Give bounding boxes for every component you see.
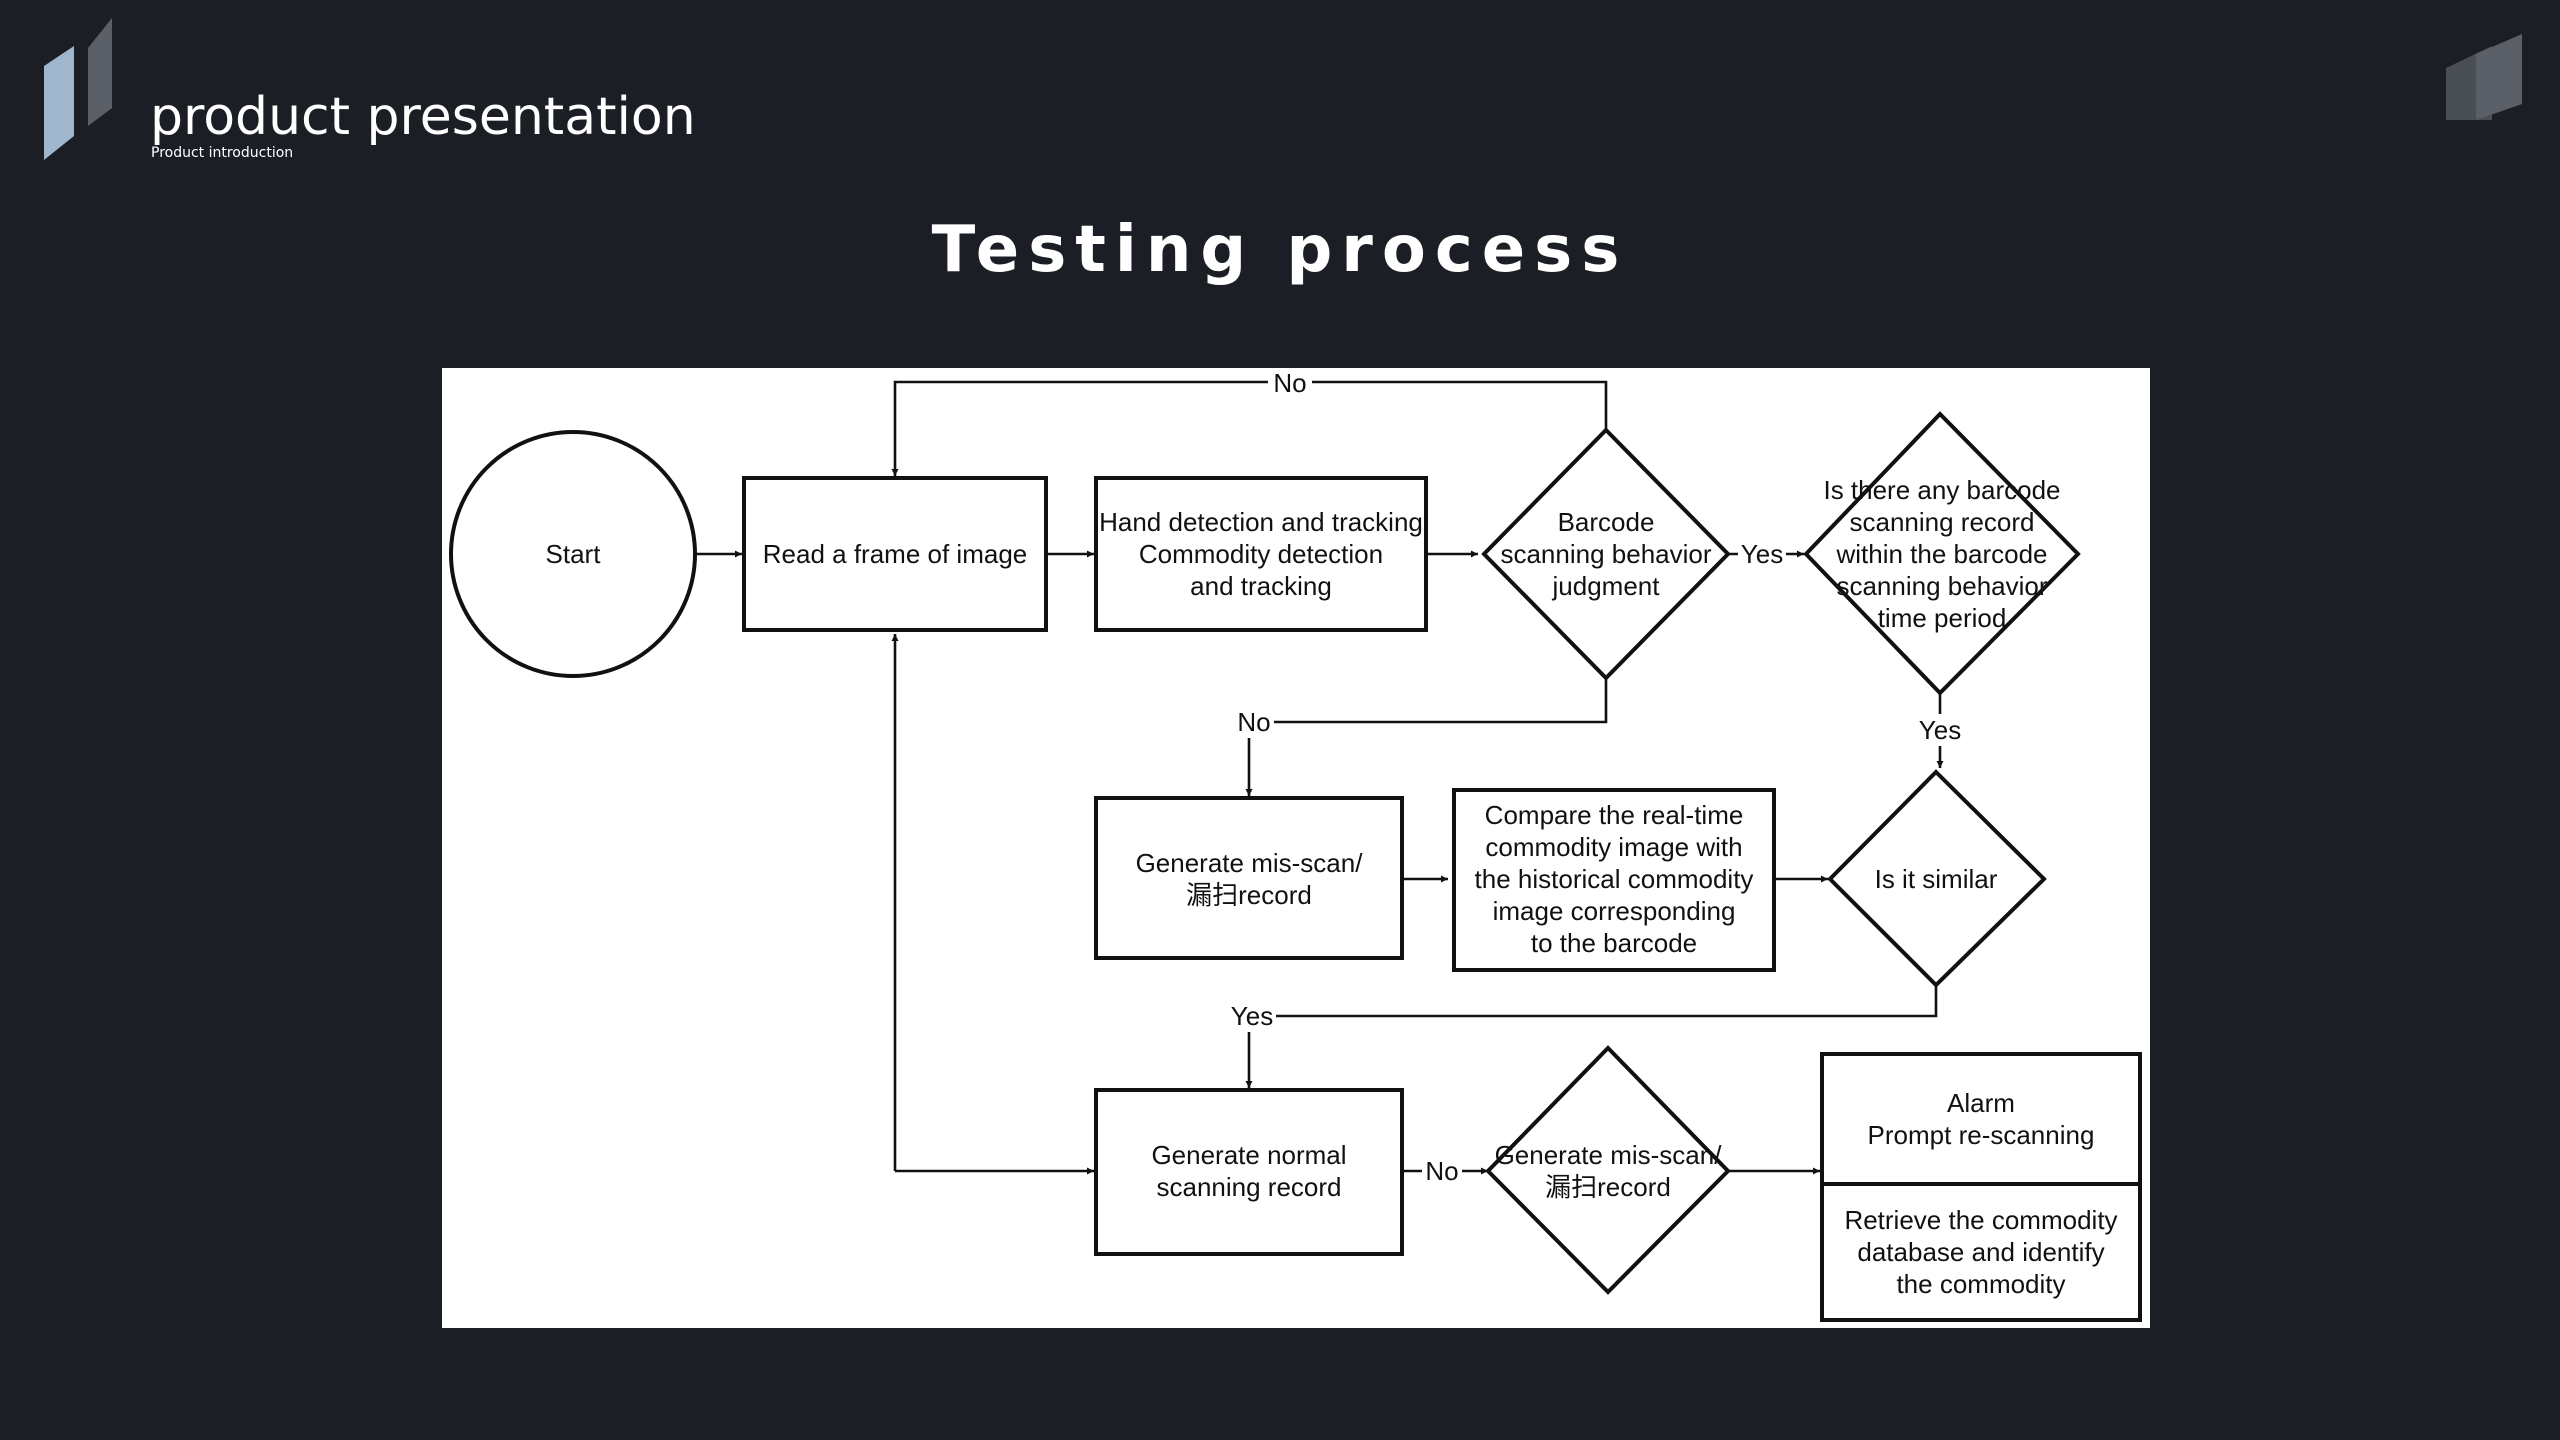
- generate-misscan-2-node: Generate mis-scan/漏扫record: [1485, 1045, 1731, 1295]
- slide-title: Testing process: [931, 213, 1629, 287]
- edge-label-judgment-yes: Yes: [1741, 539, 1783, 569]
- retrieve-database-label-line: database and identify: [1857, 1237, 2104, 1267]
- edge-judgment-no-to-read: [891, 380, 1608, 476]
- retrieve-database-label-line: the commodity: [1896, 1269, 2065, 1299]
- barcode-record-check-label-line: scanning record: [1850, 507, 2035, 537]
- start-node: Start: [449, 430, 697, 678]
- hand-detection-label-line: Hand detection and tracking: [1099, 507, 1423, 537]
- generate-misscan-node: Generate mis-scan/漏扫record: [1094, 796, 1404, 960]
- svg-text:Generate mis-scan/漏扫record: Generate mis-scan/漏扫record: [1495, 1140, 1723, 1202]
- barcode-judgment-label-line: scanning behavior: [1500, 539, 1711, 569]
- generate-misscan-2-label-line: 漏扫record: [1545, 1172, 1671, 1202]
- compare-images-label-line: commodity image with: [1485, 832, 1742, 862]
- barcode-record-check-label-line: within the barcode: [1835, 539, 2047, 569]
- edge-label-similar-yes: Yes: [1231, 1001, 1273, 1031]
- compare-images-label-line: image corresponding: [1493, 896, 1736, 926]
- compare-images-label-line: Compare the real-time: [1485, 800, 1744, 830]
- svg-text:Start: Start: [546, 539, 602, 569]
- generate-normal-label-line: scanning record: [1157, 1172, 1342, 1202]
- compare-images-label-line: the historical commodity: [1475, 864, 1754, 894]
- svg-text:Generate mis-scan/漏扫record: Generate mis-scan/漏扫record: [1136, 848, 1364, 910]
- compare-images-label-line: to the barcode: [1531, 928, 1697, 958]
- start-label-line: Start: [546, 539, 602, 569]
- header-subtitle: Product introduction: [151, 145, 294, 161]
- edge-judgment-no-to-misscan: [1245, 678, 1608, 796]
- corner-decoration-icon: [2446, 34, 2522, 120]
- barcode-record-check-label-line: scanning behavior: [1836, 571, 2047, 601]
- svg-text:Is it similar: Is it similar: [1875, 864, 1998, 894]
- barcode-record-check-label-line: Is there any barcode: [1823, 475, 2060, 505]
- read-frame-label-line: Read a frame of image: [763, 539, 1027, 569]
- edge-similar-yes-to-normal: [1245, 985, 1938, 1088]
- hand-detection-label-line: Commodity detection: [1139, 539, 1383, 569]
- presentation-logo-icon: [44, 18, 112, 160]
- edge-labels: No Yes No Yes Yes No: [1228, 368, 1964, 1187]
- generate-misscan-label-line: Generate mis-scan/: [1136, 848, 1364, 878]
- testing-process-flowchart: No Yes No Yes Yes No Start Read a frame …: [449, 368, 2142, 1322]
- flowchart-panel: No Yes No Yes Yes No Start Read a frame …: [442, 368, 2150, 1328]
- generate-misscan-label-line: 漏扫record: [1186, 880, 1312, 910]
- generate-misscan-2-label-line: Generate mis-scan/: [1495, 1140, 1723, 1170]
- hand-detection-label-line: and tracking: [1190, 571, 1332, 601]
- retrieve-database-label-line: Retrieve the commodity: [1844, 1205, 2117, 1235]
- barcode-judgment-label-line: judgment: [1552, 571, 1661, 601]
- is-similar-label-line: Is it similar: [1875, 864, 1998, 894]
- edge-label-judgment-no-top: No: [1273, 368, 1306, 398]
- barcode-judgment-label-line: Barcode: [1558, 507, 1655, 537]
- header-title: product presentation: [150, 87, 696, 147]
- read-frame-node: Read a frame of image: [742, 476, 1048, 632]
- is-similar-node: Is it similar: [1827, 769, 2047, 988]
- alarm-label-line: Prompt re-scanning: [1868, 1120, 2095, 1150]
- edge-label-normal-no: No: [1425, 1156, 1458, 1186]
- flow-edges: [696, 380, 1944, 1175]
- barcode-record-check-label-line: time period: [1878, 603, 2007, 633]
- edge-label-record-yes: Yes: [1919, 715, 1961, 745]
- generate-normal-label-line: Generate normal: [1151, 1140, 1346, 1170]
- alarm-label-line: Alarm: [1947, 1088, 2015, 1118]
- edge-label-judgment-no-down: No: [1237, 707, 1270, 737]
- svg-text:Read a frame of image: Read a frame of image: [763, 539, 1027, 569]
